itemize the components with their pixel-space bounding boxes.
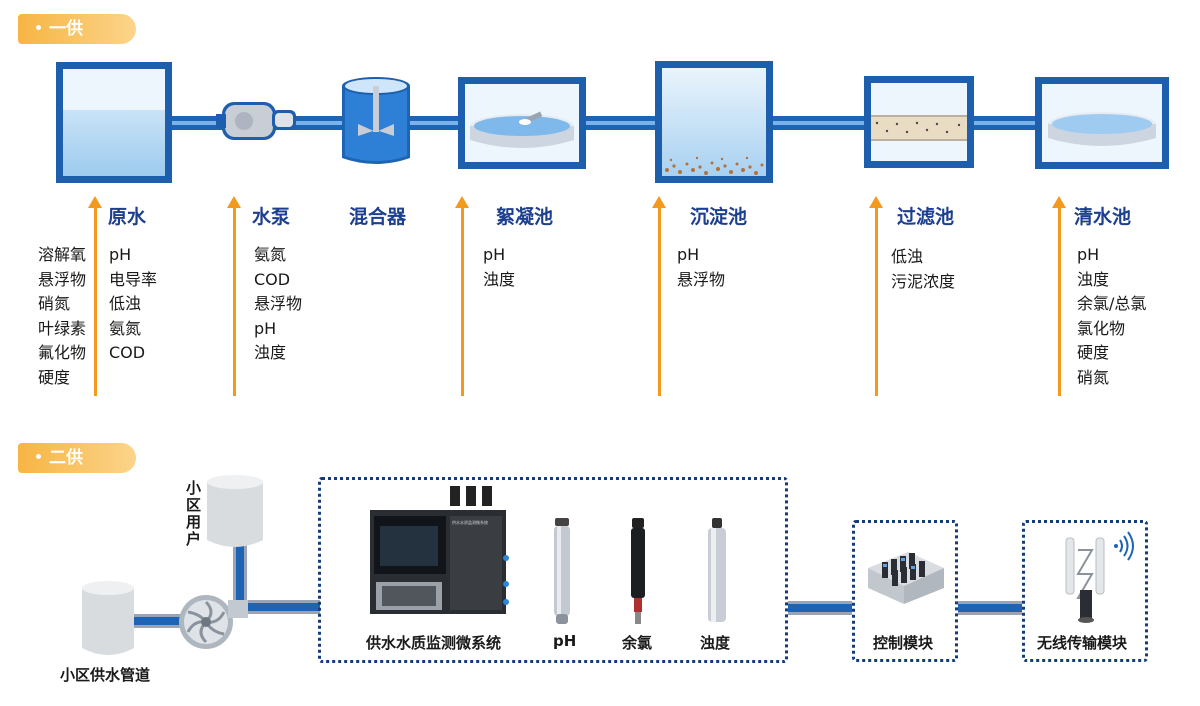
stage-label-mixer: 混合器	[349, 206, 407, 228]
wireless-label: 无线传输模块	[1037, 634, 1128, 652]
param-item: 氨氮	[109, 318, 142, 338]
section-title: 一供	[49, 19, 83, 39]
chlorine-sensor-icon	[631, 518, 645, 624]
param-item: 氨氮	[254, 245, 287, 264]
bullet-icon	[36, 453, 41, 459]
param-item: 余氯/总氯	[1077, 294, 1147, 313]
sedimentation-tank	[655, 61, 773, 183]
link-pipe-control	[788, 601, 852, 615]
stage-label-clear: 清水池	[1074, 206, 1132, 228]
param-item: 浊度	[1077, 269, 1110, 289]
section-badge-2: 二供	[18, 443, 136, 473]
param-item: 叶绿素	[38, 318, 87, 338]
control-label: 控制模块	[873, 634, 934, 652]
param-item: 溶解氧	[38, 245, 87, 264]
param-item: 浊度	[483, 269, 516, 289]
user-label: 小区用户	[186, 479, 202, 548]
param-item: pH	[109, 245, 132, 264]
raw-params-right: pH 电导率 低浊 氨氮 COD	[109, 243, 157, 366]
wireless-tower-icon	[1065, 531, 1134, 623]
sensor-label-turbidity: 浊度	[700, 634, 731, 652]
param-item: COD	[109, 343, 146, 362]
stage-label-pump: 水泵	[252, 206, 291, 228]
stage-label-raw: 原水	[108, 206, 147, 228]
pipeline-label: 小区供水管道	[60, 666, 151, 684]
clear-params: pH 浊度 余氯/总氯 氯化物 硬度 硝氮	[1077, 243, 1146, 390]
wireless-module-box	[1022, 520, 1148, 662]
param-item: 硬度	[1077, 343, 1110, 362]
section-badge-1: 一供	[18, 14, 136, 44]
supply-pipe-left	[132, 614, 188, 628]
param-item: 悬浮物	[254, 294, 303, 313]
arrow-icon	[652, 196, 666, 396]
param-item: pH	[483, 245, 506, 264]
mixer-icon	[342, 77, 410, 164]
arrow-icon	[88, 196, 102, 396]
user-tank-icon	[207, 475, 263, 547]
raw-water-tank	[56, 62, 172, 183]
stage-label-filter: 过滤池	[897, 206, 955, 228]
turbidity-sensor-icon	[708, 518, 726, 622]
pipeline-tank-icon	[82, 581, 134, 655]
param-item: 氯化物	[1077, 318, 1126, 338]
control-module-box	[852, 520, 958, 662]
param-item: 电导率	[109, 269, 158, 289]
param-item: 低浊	[109, 294, 142, 313]
arrow-icon	[1052, 196, 1066, 396]
monitoring-system-box	[318, 477, 788, 663]
sedimentation-params: pH 悬浮物	[677, 243, 725, 292]
section-title: 二供	[49, 448, 83, 468]
bullet-icon	[36, 24, 41, 30]
param-item: 悬浮物	[677, 269, 726, 289]
param-item: COD	[254, 269, 291, 289]
sensor-label-chlorine: 余氯	[622, 634, 653, 652]
supply-pipe-right	[236, 600, 320, 614]
flocculation-params: pH 浊度	[483, 243, 515, 292]
param-item: 污泥浓度	[891, 271, 956, 291]
flocculation-tank	[458, 77, 586, 169]
arrow-icon	[227, 196, 241, 396]
param-item: 硝氮	[38, 294, 71, 313]
device-screen-text: 供水水质监测微系统	[452, 520, 488, 525]
param-item: 硝氮	[1077, 367, 1110, 387]
pump-params: 氨氮 COD 悬浮物 pH 浊度	[254, 243, 302, 366]
control-module-icon	[868, 552, 944, 604]
param-item: 低浊	[891, 247, 924, 266]
param-item: 氟化物	[38, 343, 87, 362]
ph-sensor-icon	[554, 518, 570, 624]
stage-label-flocculation: 絮凝池	[496, 206, 554, 228]
system-label: 供水水质监测微系统	[366, 634, 502, 652]
filter-params: 低浊 污泥浓度	[891, 245, 955, 294]
user-pipe-vertical	[233, 545, 247, 615]
stage-label-sedimentation: 沉淀池	[690, 206, 748, 228]
param-item: 硬度	[38, 367, 71, 387]
sensor-label-ph: pH	[553, 632, 577, 650]
monitoring-device-icon	[370, 486, 509, 614]
link-pipe-wireless	[958, 601, 1022, 615]
param-item: 悬浮物	[38, 269, 87, 289]
booster-pump-icon	[179, 595, 248, 649]
param-item: pH	[677, 245, 700, 264]
param-item: pH	[254, 318, 277, 338]
clear-water-tank	[1035, 77, 1169, 169]
arrow-icon	[869, 196, 883, 396]
filter-tank	[864, 76, 974, 168]
pump-icon	[216, 102, 296, 140]
param-item: 浊度	[254, 343, 287, 362]
raw-params-left: 溶解氧 悬浮物 硝氮 叶绿素 氟化物 硬度	[38, 243, 86, 390]
arrow-icon	[455, 196, 469, 396]
param-item: pH	[1077, 245, 1100, 264]
